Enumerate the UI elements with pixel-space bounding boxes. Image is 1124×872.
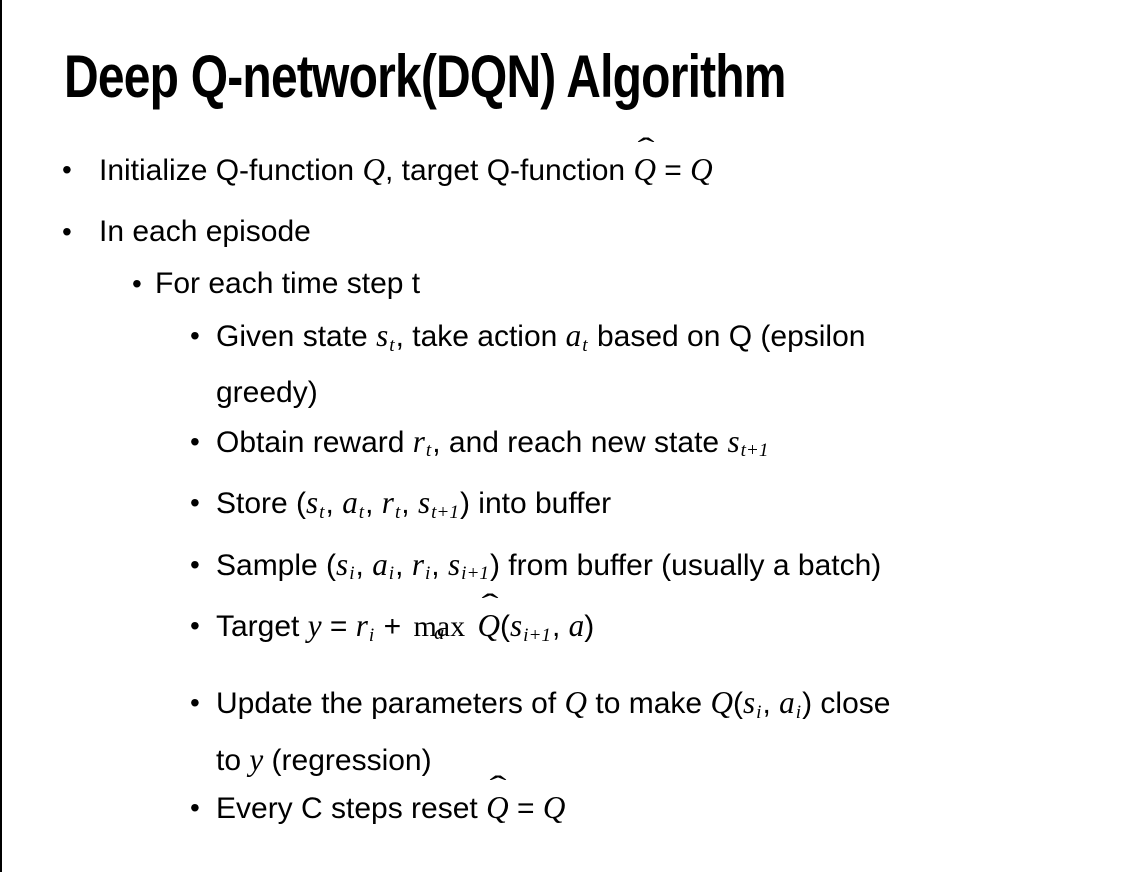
bullet-text: Sample (si, ai, ri, si+1) from buffer (u… — [216, 546, 882, 585]
math-variable: s — [447, 546, 461, 582]
bullet-marker-icon: • — [190, 791, 200, 823]
bullet-marker-icon: • — [190, 686, 200, 718]
math-variable: Q — [486, 789, 509, 825]
math-subscript: i+1 — [523, 624, 551, 646]
hat-accent: ˆ — [481, 588, 499, 622]
math-subscript: t — [358, 501, 365, 523]
math-subscript: i — [424, 563, 431, 585]
math-variable: Q — [633, 152, 656, 187]
bullet-marker-icon: • — [190, 487, 200, 519]
math-variable: a — [342, 485, 358, 521]
bullet-marker-icon: • — [62, 216, 72, 247]
math-subscript: i — [368, 624, 375, 646]
math-variable: r — [411, 546, 424, 582]
math-variable: s — [417, 485, 431, 521]
math-variable: r — [381, 485, 394, 521]
math-subscript: i — [795, 701, 802, 723]
bullet-item: • Store (st, at, rt, st+1) into buffer — [2, 479, 1124, 536]
math-variable: s — [727, 423, 740, 459]
math-variable: s — [742, 684, 756, 720]
bullet-item: • In each episode — [2, 208, 1124, 255]
math-variable: r — [412, 423, 425, 459]
max-label: max — [413, 610, 466, 644]
bullet-text: Initialize Q-function Q, target Q-functi… — [99, 134, 713, 194]
bullet-marker-icon: • — [190, 320, 200, 351]
bullet-marker-icon: • — [190, 425, 200, 457]
math-variable: a — [568, 608, 585, 644]
bullet-text: In each episode — [99, 215, 311, 248]
math-variable: Q — [542, 789, 566, 825]
math-variable: s — [509, 608, 523, 644]
bullet-list: • Initialize Q-function Q, target Q-funct… — [2, 134, 1124, 832]
math-variable: a — [565, 318, 582, 353]
math-subscript: t — [582, 334, 588, 356]
math-variable: Q — [690, 152, 713, 187]
math-variable: y — [249, 741, 264, 777]
hat-accent: ˆ — [489, 769, 507, 803]
math-subscript: i — [756, 701, 762, 723]
math-variable: a — [779, 684, 795, 720]
slide-title: Deep Q-network(DQN) Algorithm — [64, 43, 787, 110]
bullet-text: For each time step t — [155, 267, 421, 300]
math-subscript: i — [349, 563, 355, 585]
bullet-marker-icon: • — [62, 154, 72, 185]
hat-accent: ˆ — [637, 132, 655, 165]
math-variable: s — [336, 546, 349, 582]
math-variable: s — [306, 485, 319, 521]
bullet-item: • Update the parameters of Q to make Q(si… — [2, 679, 1124, 784]
max-under-variable: a — [434, 622, 445, 645]
math-subscript: t — [394, 501, 401, 523]
math-variable: y — [307, 608, 322, 644]
math-variable: Q — [710, 684, 733, 720]
math-subscript: i — [388, 563, 395, 585]
math-variable: s — [376, 318, 389, 353]
bullet-item: •Given state st, take action at based on… — [2, 312, 1124, 416]
math-subscript: t — [319, 501, 325, 523]
bullet-marker-icon: • — [190, 610, 200, 642]
math-variable: Q — [362, 152, 385, 187]
bullet-marker-icon: • — [132, 268, 142, 299]
bullet-text: Given state st, take action at based on … — [216, 318, 866, 409]
math-variable: a — [372, 546, 388, 582]
bullet-text: Obtain reward rt, and reach new state st… — [216, 423, 769, 462]
math-subscript: i+1 — [461, 563, 489, 585]
bullet-marker-icon: • — [190, 548, 200, 580]
math-subscript: t — [425, 440, 432, 462]
math-subscript: t — [389, 334, 395, 356]
math-variable: Q — [477, 608, 500, 644]
math-subscript: t+1 — [740, 440, 769, 462]
math-variable: Q — [564, 684, 588, 720]
math-variable: r — [355, 608, 368, 644]
bullet-item: • Sample (si, ai, ri, si+1) from buffer (… — [2, 541, 1124, 598]
bullet-item: • For each time step t — [2, 260, 1124, 307]
bullet-text: Store (st, at, rt, st+1) into buffer — [216, 485, 612, 523]
math-subscript: t+1 — [431, 501, 459, 523]
bullet-item: • Initialize Q-function Q, target Q-funct… — [2, 134, 1124, 194]
bullet-item: •Obtain reward rt, and reach new state s… — [2, 418, 1124, 475]
bullet-text: Update the parameters of Q to make Q(si,… — [216, 684, 891, 777]
